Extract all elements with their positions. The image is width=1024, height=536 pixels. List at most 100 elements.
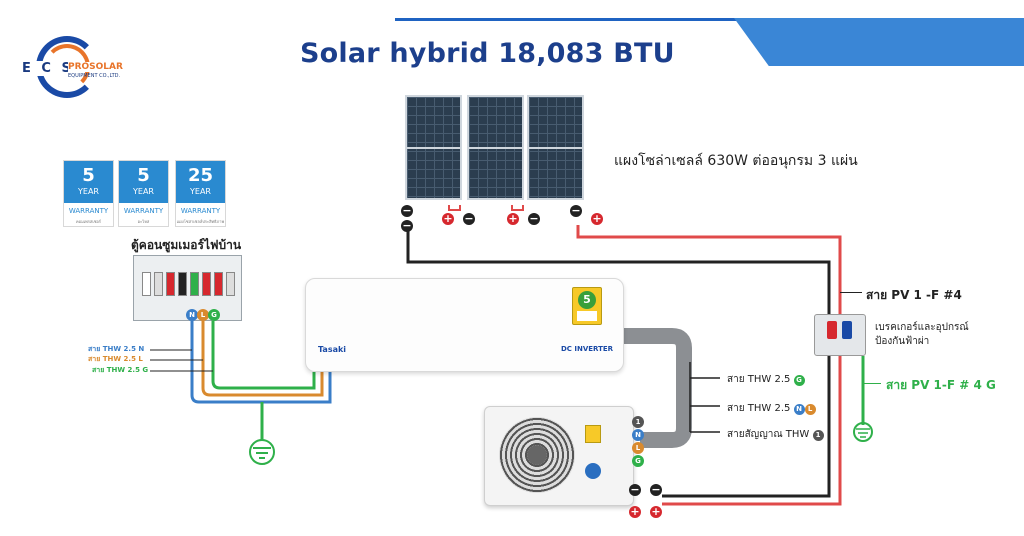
warranty-label: WARRANTY: [180, 207, 221, 215]
outdoor-dc-positive-icon: +: [629, 505, 641, 518]
logo-subtitle: EQUIPMENT CO.,LTD.: [68, 73, 121, 79]
house-wire-g: [211, 318, 316, 390]
solar-panel-3: [527, 95, 584, 200]
pv-ground-label-pointer: [863, 383, 881, 384]
breaker-switch: [190, 272, 199, 296]
house-wire-l-label: สาย THW 2.5 L: [88, 355, 143, 363]
outdoor-fan-icon: [499, 417, 575, 493]
warranty-badge-compressor: 5 YEAR WARRANTY คอมเพรสเซอร์: [63, 160, 114, 227]
warranty-years: 25: [187, 165, 214, 186]
terminal-l-badge: L: [197, 309, 209, 321]
warranty-caption: อะไหล่: [137, 219, 150, 224]
wire-g-badge: G: [793, 375, 805, 386]
warranty-badge-parts: 5 YEAR WARRANTY อะไหล่: [118, 160, 169, 227]
pv-cable-label: สาย PV 1 -F #4: [866, 288, 962, 302]
ground-lines-house: [253, 447, 271, 459]
terminal-negative-icon: −: [570, 204, 582, 217]
logo-letters: E C S: [20, 61, 76, 76]
wire-l-badge: L: [804, 404, 816, 415]
outdoor-terminal-1: 1: [632, 416, 644, 428]
warranty-top: 25 YEAR: [176, 161, 225, 203]
ground-symbol-pv: [853, 422, 873, 442]
energy-label-panel: [577, 311, 597, 321]
terminal-negative-icon: −: [401, 204, 413, 217]
warranty-label: WARRANTY: [68, 207, 109, 215]
solar-panel-1: [405, 95, 462, 200]
outdoor-energy-label-icon: [585, 425, 601, 443]
warranty-years: 5: [82, 165, 95, 186]
terminal-g-badge: G: [208, 309, 220, 321]
terminal-positive-icon: +: [442, 212, 454, 225]
terminal-n-badge: N: [186, 309, 198, 321]
outdoor-terminal-g: G: [632, 455, 644, 467]
warranty-caption: แผงโซล่าเซลล์ประสิทธิภาพ: [176, 219, 225, 224]
pv-negative-wire: [406, 225, 831, 498]
outdoor-wire-3-label: สายสัญญาณ THW 1: [727, 427, 824, 442]
panel-jumper-2: [511, 205, 524, 211]
outdoor-dc-negative-icon: −: [629, 483, 641, 496]
consumer-unit-label: ตู้คอนซูมเมอร์ไฟบ้าน: [131, 238, 242, 252]
outdoor-terminal-l: L: [632, 442, 644, 454]
house-wire-n-label: สาย THW 2.5 N: [88, 345, 145, 353]
dc-breaker-box: [814, 314, 866, 356]
refrigerant-pipe: [622, 328, 692, 448]
outdoor-ac-unit: [484, 406, 634, 506]
page-title: Solar hybrid 18,083 BTU: [300, 38, 675, 69]
header-wedge: [734, 18, 1024, 66]
outdoor-dc-negative-icon: −: [650, 483, 662, 496]
warranty-badge-panel: 25 YEAR WARRANTY แผงโซล่าเซลล์ประสิทธิภา…: [175, 160, 226, 227]
warranty-unit: YEAR: [78, 187, 99, 196]
terminal-positive-icon: +: [507, 212, 519, 225]
outdoor-dc-positive-icon: +: [650, 505, 662, 518]
breaker-switch: [142, 272, 151, 296]
breaker-switch: [202, 272, 211, 296]
pv-ground-cable-label: สาย PV 1-F # 4 G: [886, 378, 996, 392]
outdoor-wire-2-text: สาย THW 2.5: [727, 403, 791, 414]
breaker-label-1: เบรคเกอร์และอุปกรณ์: [875, 322, 969, 333]
breaker-switch: [178, 272, 187, 296]
pv-label-pointer: [840, 292, 862, 293]
breaker-label-2: ป้องกันฟ้าผ่า: [875, 336, 930, 347]
breaker-switch: [214, 272, 223, 296]
house-wire-g-label: สาย THW 2.5 G: [92, 366, 149, 374]
warranty-top: 5 YEAR: [119, 161, 168, 203]
house-wire-n: [190, 318, 332, 404]
energy-rating: 5: [578, 291, 596, 309]
wire-signal-badge: 1: [812, 430, 824, 441]
ground-lines-pv: [856, 428, 870, 438]
indoor-ac-unit: Tasaki DC INVERTER: [305, 278, 624, 372]
outdoor-wire-1-label: สาย THW 2.5 G: [727, 372, 805, 387]
breaker-blue-switch: [842, 321, 852, 339]
company-logo: E C S PROSOLAR EQUIPMENT CO.,LTD.: [14, 32, 124, 106]
warranty-unit: YEAR: [190, 187, 211, 196]
indoor-brand: Tasaki: [318, 345, 347, 354]
panel-jumper-1: [448, 205, 461, 211]
header-line: [395, 18, 1024, 21]
outdoor-brand-icon: [585, 463, 601, 479]
terminal-negative-icon: −: [528, 212, 540, 225]
warranty-label: WARRANTY: [123, 207, 164, 215]
terminal-negative-icon: −: [401, 219, 413, 232]
breaker-red-switch: [827, 321, 837, 339]
ground-symbol-house: [249, 439, 275, 465]
outdoor-wire-3-text: สายสัญญาณ THW: [727, 429, 810, 440]
breaker-switch: [226, 272, 235, 296]
warranty-top: 5 YEAR: [64, 161, 113, 203]
warranty-caption: คอมเพรสเซอร์: [76, 219, 101, 224]
outdoor-wire-bracket: [689, 362, 720, 433]
wire-n-badge: N: [793, 404, 805, 415]
outdoor-wire-1-text: สาย THW 2.5: [727, 374, 791, 385]
indoor-badge: DC INVERTER: [561, 345, 614, 353]
solar-panel-2: [467, 95, 524, 200]
warranty-unit: YEAR: [133, 187, 154, 196]
house-label-pointers: [150, 349, 213, 372]
terminal-positive-icon: +: [591, 212, 603, 225]
logo-brand: PROSOLAR: [68, 62, 123, 72]
breaker-switch: [166, 272, 175, 296]
warranty-years: 5: [137, 165, 150, 186]
outdoor-terminal-n: N: [632, 429, 644, 441]
house-wire-l: [201, 318, 324, 397]
breaker-switch: [154, 272, 163, 296]
